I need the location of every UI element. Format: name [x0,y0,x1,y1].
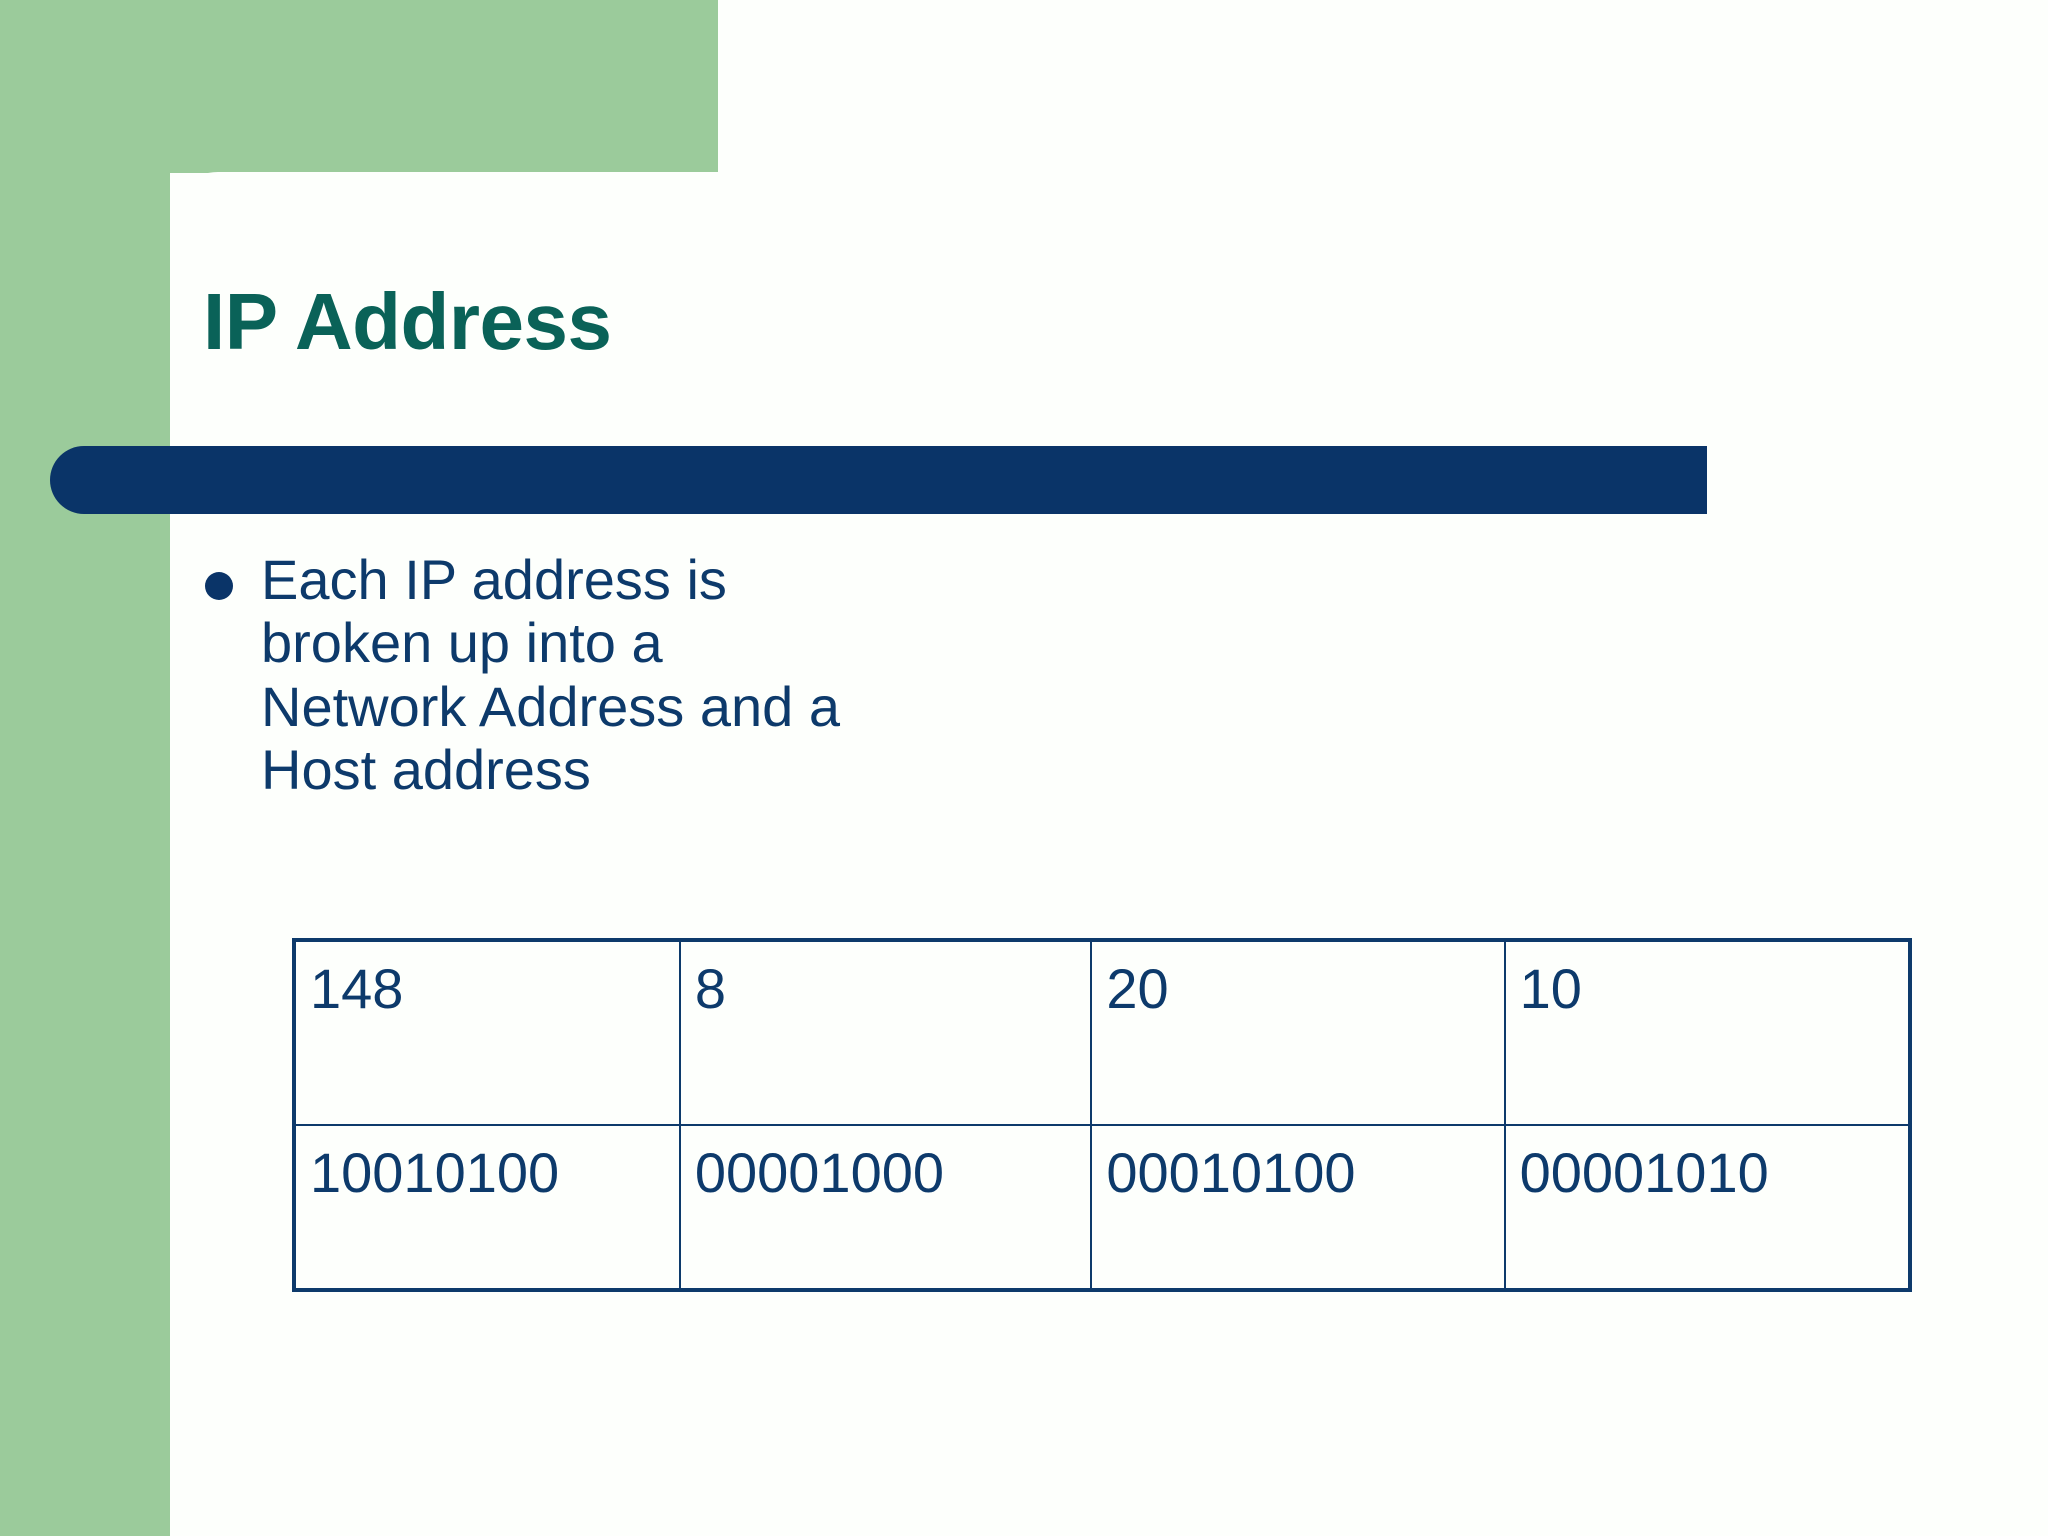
table-cell-binary-4: 00001010 [1503,1124,1912,1291]
bullet-dot-icon [205,572,233,600]
table-cell-binary-3: 00010100 [1090,1124,1506,1291]
table-cell-decimal-4: 10 [1503,939,1912,1126]
table-row: 10010100 00001000 00010100 00001010 [293,1124,1912,1291]
bullet-list-item: Each IP address is broken up into a Netw… [205,548,1105,801]
title-divider-bar [50,446,1707,514]
table-cell-decimal-1: 148 [293,939,681,1126]
page-title: IP Address [203,277,612,366]
table-cell-binary-1: 10010100 [293,1124,681,1291]
left-green-band [0,0,170,1536]
content-card [170,172,2048,1536]
ip-octet-table: 148 8 20 10 10010100 00001000 00010100 0… [292,938,1912,1292]
top-green-block [0,0,718,173]
table-row: 148 8 20 10 [293,939,1912,1126]
bullet-item-label: Each IP address is broken up into a Netw… [261,548,840,801]
table-cell-binary-2: 00001000 [678,1124,1093,1291]
table-cell-decimal-3: 20 [1090,939,1506,1126]
table-cell-decimal-2: 8 [678,939,1093,1126]
